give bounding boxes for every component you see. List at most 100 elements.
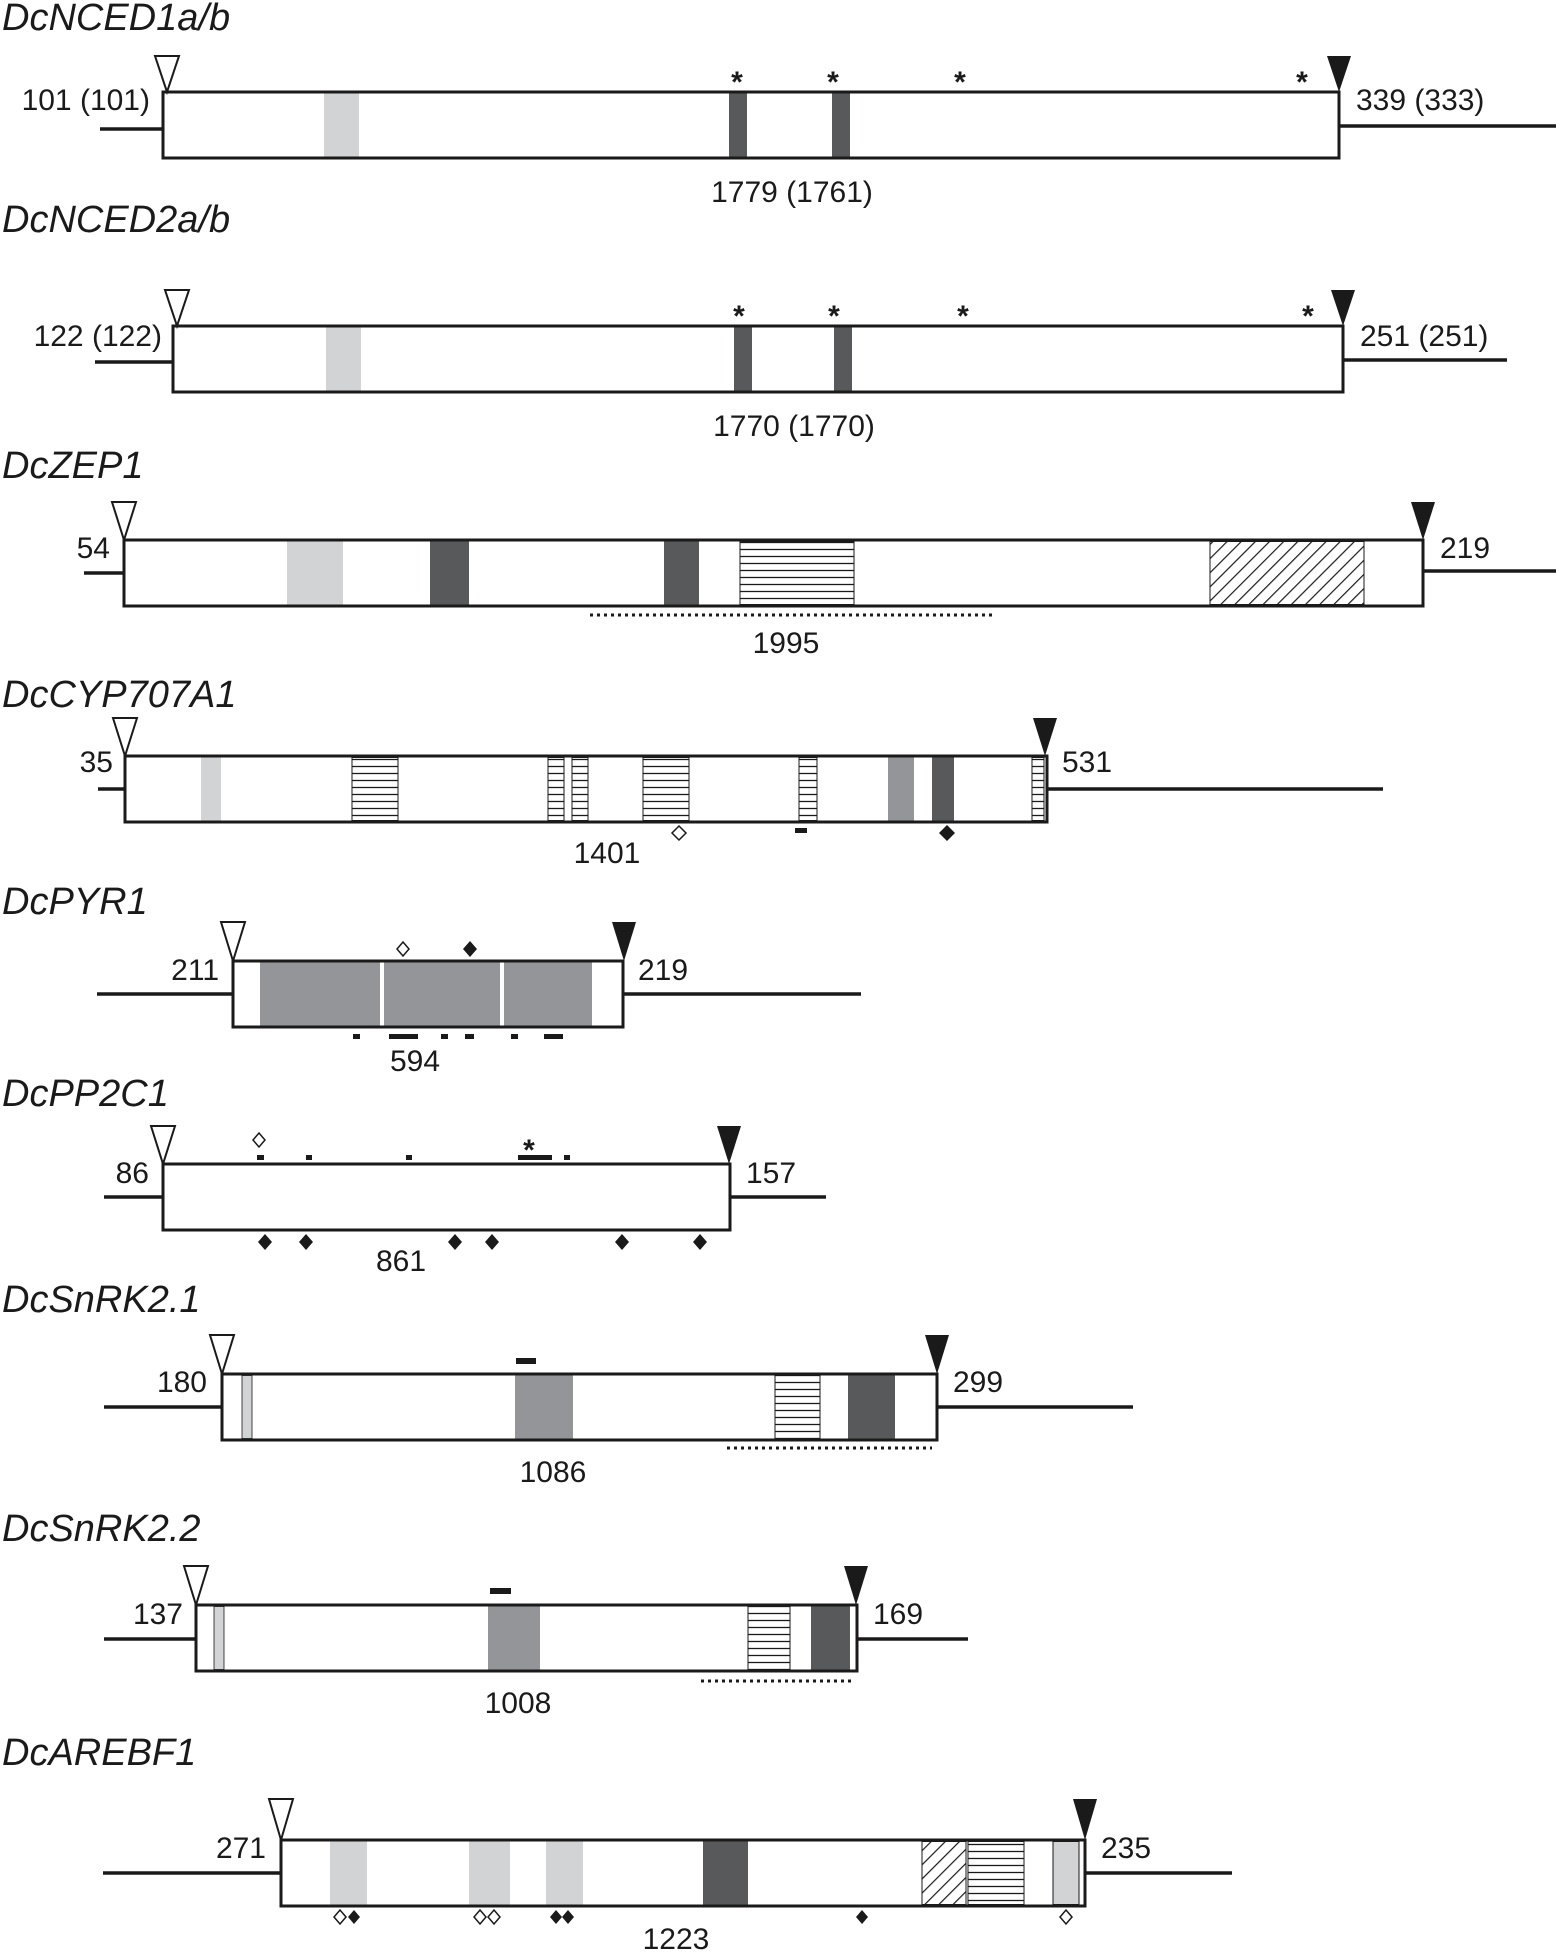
domain-light [201,757,221,821]
short-bar-marker [795,828,807,833]
utr5-length: 54 [77,532,110,565]
gene-name: DcSnRK2.1 [2,1279,201,1321]
asterisk-marker: * [957,300,969,333]
start-codon-marker [267,1798,295,1844]
cds-length: 1086 [520,1456,587,1489]
domain-striped [747,1606,791,1670]
gene-dcsnrk21: DcSnRK2.1 180 299 1086 [2,1279,1133,1489]
domain-dark [932,757,954,821]
stop-codon-marker [717,1126,741,1164]
open-diamond-marker [487,1908,501,1926]
filled-diamond-marker [856,1910,868,1924]
start-codon-marker [219,921,247,965]
gene-name: DcSnRK2.2 [2,1508,201,1550]
filled-diamond-marker [939,825,955,841]
filled-diamond-marker [693,1234,707,1250]
utr3-length: 531 [1062,746,1112,779]
domain-hatched [1209,541,1365,605]
start-codon-marker [149,1125,177,1168]
utr5-length: 86 [116,1157,149,1190]
filled-diamond-marker [615,1234,629,1250]
short-bar-marker [306,1155,312,1160]
domain-dark [832,93,850,157]
domain-light [1052,1841,1080,1905]
domain-dark [430,541,469,605]
stop-codon-marker [1033,718,1057,756]
domain-light [324,93,359,157]
utr3-length: 157 [746,1157,796,1190]
asterisk-marker: * [828,300,840,333]
short-bar-marker [564,1155,570,1160]
domain-striped [798,757,818,821]
gene-name: DcNCED1a/b [2,0,230,39]
domain-light [241,1375,253,1439]
domain-mid [888,757,914,821]
short-bar-marker [511,1034,518,1039]
domain-dark [729,93,747,157]
utr5-length: 211 [171,954,219,987]
cds-box [220,1372,939,1442]
asterisk-marker: * [954,66,966,99]
domain-striped [547,757,565,821]
short-bar-marker [406,1155,412,1160]
filled-diamond-marker [299,1234,313,1250]
gene-dccyp707a1: DcCYP707A1 35 531 1401 [2,674,1383,870]
short-bar-marker [465,1034,474,1039]
asterisk-marker: * [1296,66,1308,99]
domain-dark [734,327,752,391]
filled-diamond-marker [448,1234,462,1250]
gene-name: DcPYR1 [2,881,148,923]
asterisk-marker: * [1302,300,1314,333]
gene-name: DcAREBF1 [2,1732,196,1774]
domain-striped [739,541,855,605]
gene-name: DcNCED2a/b [2,199,230,241]
start-codon-marker [110,501,138,544]
asterisk-marker: * [733,300,745,333]
utr5-length: 137 [133,1598,183,1631]
gene-dcnced2: DcNCED2a/b * * * * 122 (122) 251 (251) 1… [2,199,1507,443]
gene-dcsnrk22: DcSnRK2.2 137 169 1008 [2,1508,968,1720]
gene-name: DcPP2C1 [2,1073,169,1115]
domain-striped [967,1841,1025,1905]
start-codon-marker [111,717,139,760]
stop-codon-marker [1073,1799,1097,1840]
asterisk-marker: * [827,66,839,99]
utr3-length: 339 (333) [1356,84,1484,117]
utr5-length: 122 (122) [34,320,162,353]
domain-light [326,327,361,391]
start-codon-marker [153,55,181,96]
short-bar-marker [518,1155,552,1160]
domain-dark [703,1841,748,1905]
asterisk-marker: * [523,1134,535,1167]
stop-codon-marker [1331,290,1355,326]
domain-striped [351,757,399,821]
utr3-length: 219 [638,954,688,987]
utr5-length: 35 [80,746,113,779]
domain-light [546,1841,583,1905]
cds-length: 594 [390,1045,440,1078]
gene-dcarebf1: DcAREBF1 271 235 1223 [2,1732,1232,1952]
asterisk-marker: * [731,66,743,99]
utr5-length: 180 [157,1366,207,1399]
filled-diamond-marker [550,1910,562,1924]
stop-codon-marker [1327,56,1351,92]
gene-dczep1: DcZEP1 54 219 1995 [2,445,1556,660]
cds-box [171,324,1345,394]
utr5-length: 271 [216,1832,266,1865]
domain-mid [384,962,500,1026]
short-bar-marker [353,1034,360,1039]
filled-diamond-marker [562,1910,574,1924]
gene-dcpp2c1: DcPP2C1 * 86 157 861 [2,1073,826,1278]
domain-striped [774,1375,821,1439]
start-codon-marker [182,1565,210,1609]
open-diamond-marker [252,1131,266,1149]
stop-codon-marker [612,922,636,961]
domain-striped [642,757,690,821]
gene-name: DcCYP707A1 [2,674,236,716]
domain-dark [848,1375,895,1439]
cds-length: 1779 (1761) [711,176,873,209]
cds-length: 1008 [485,1687,552,1720]
cds-length: 1223 [643,1923,710,1952]
